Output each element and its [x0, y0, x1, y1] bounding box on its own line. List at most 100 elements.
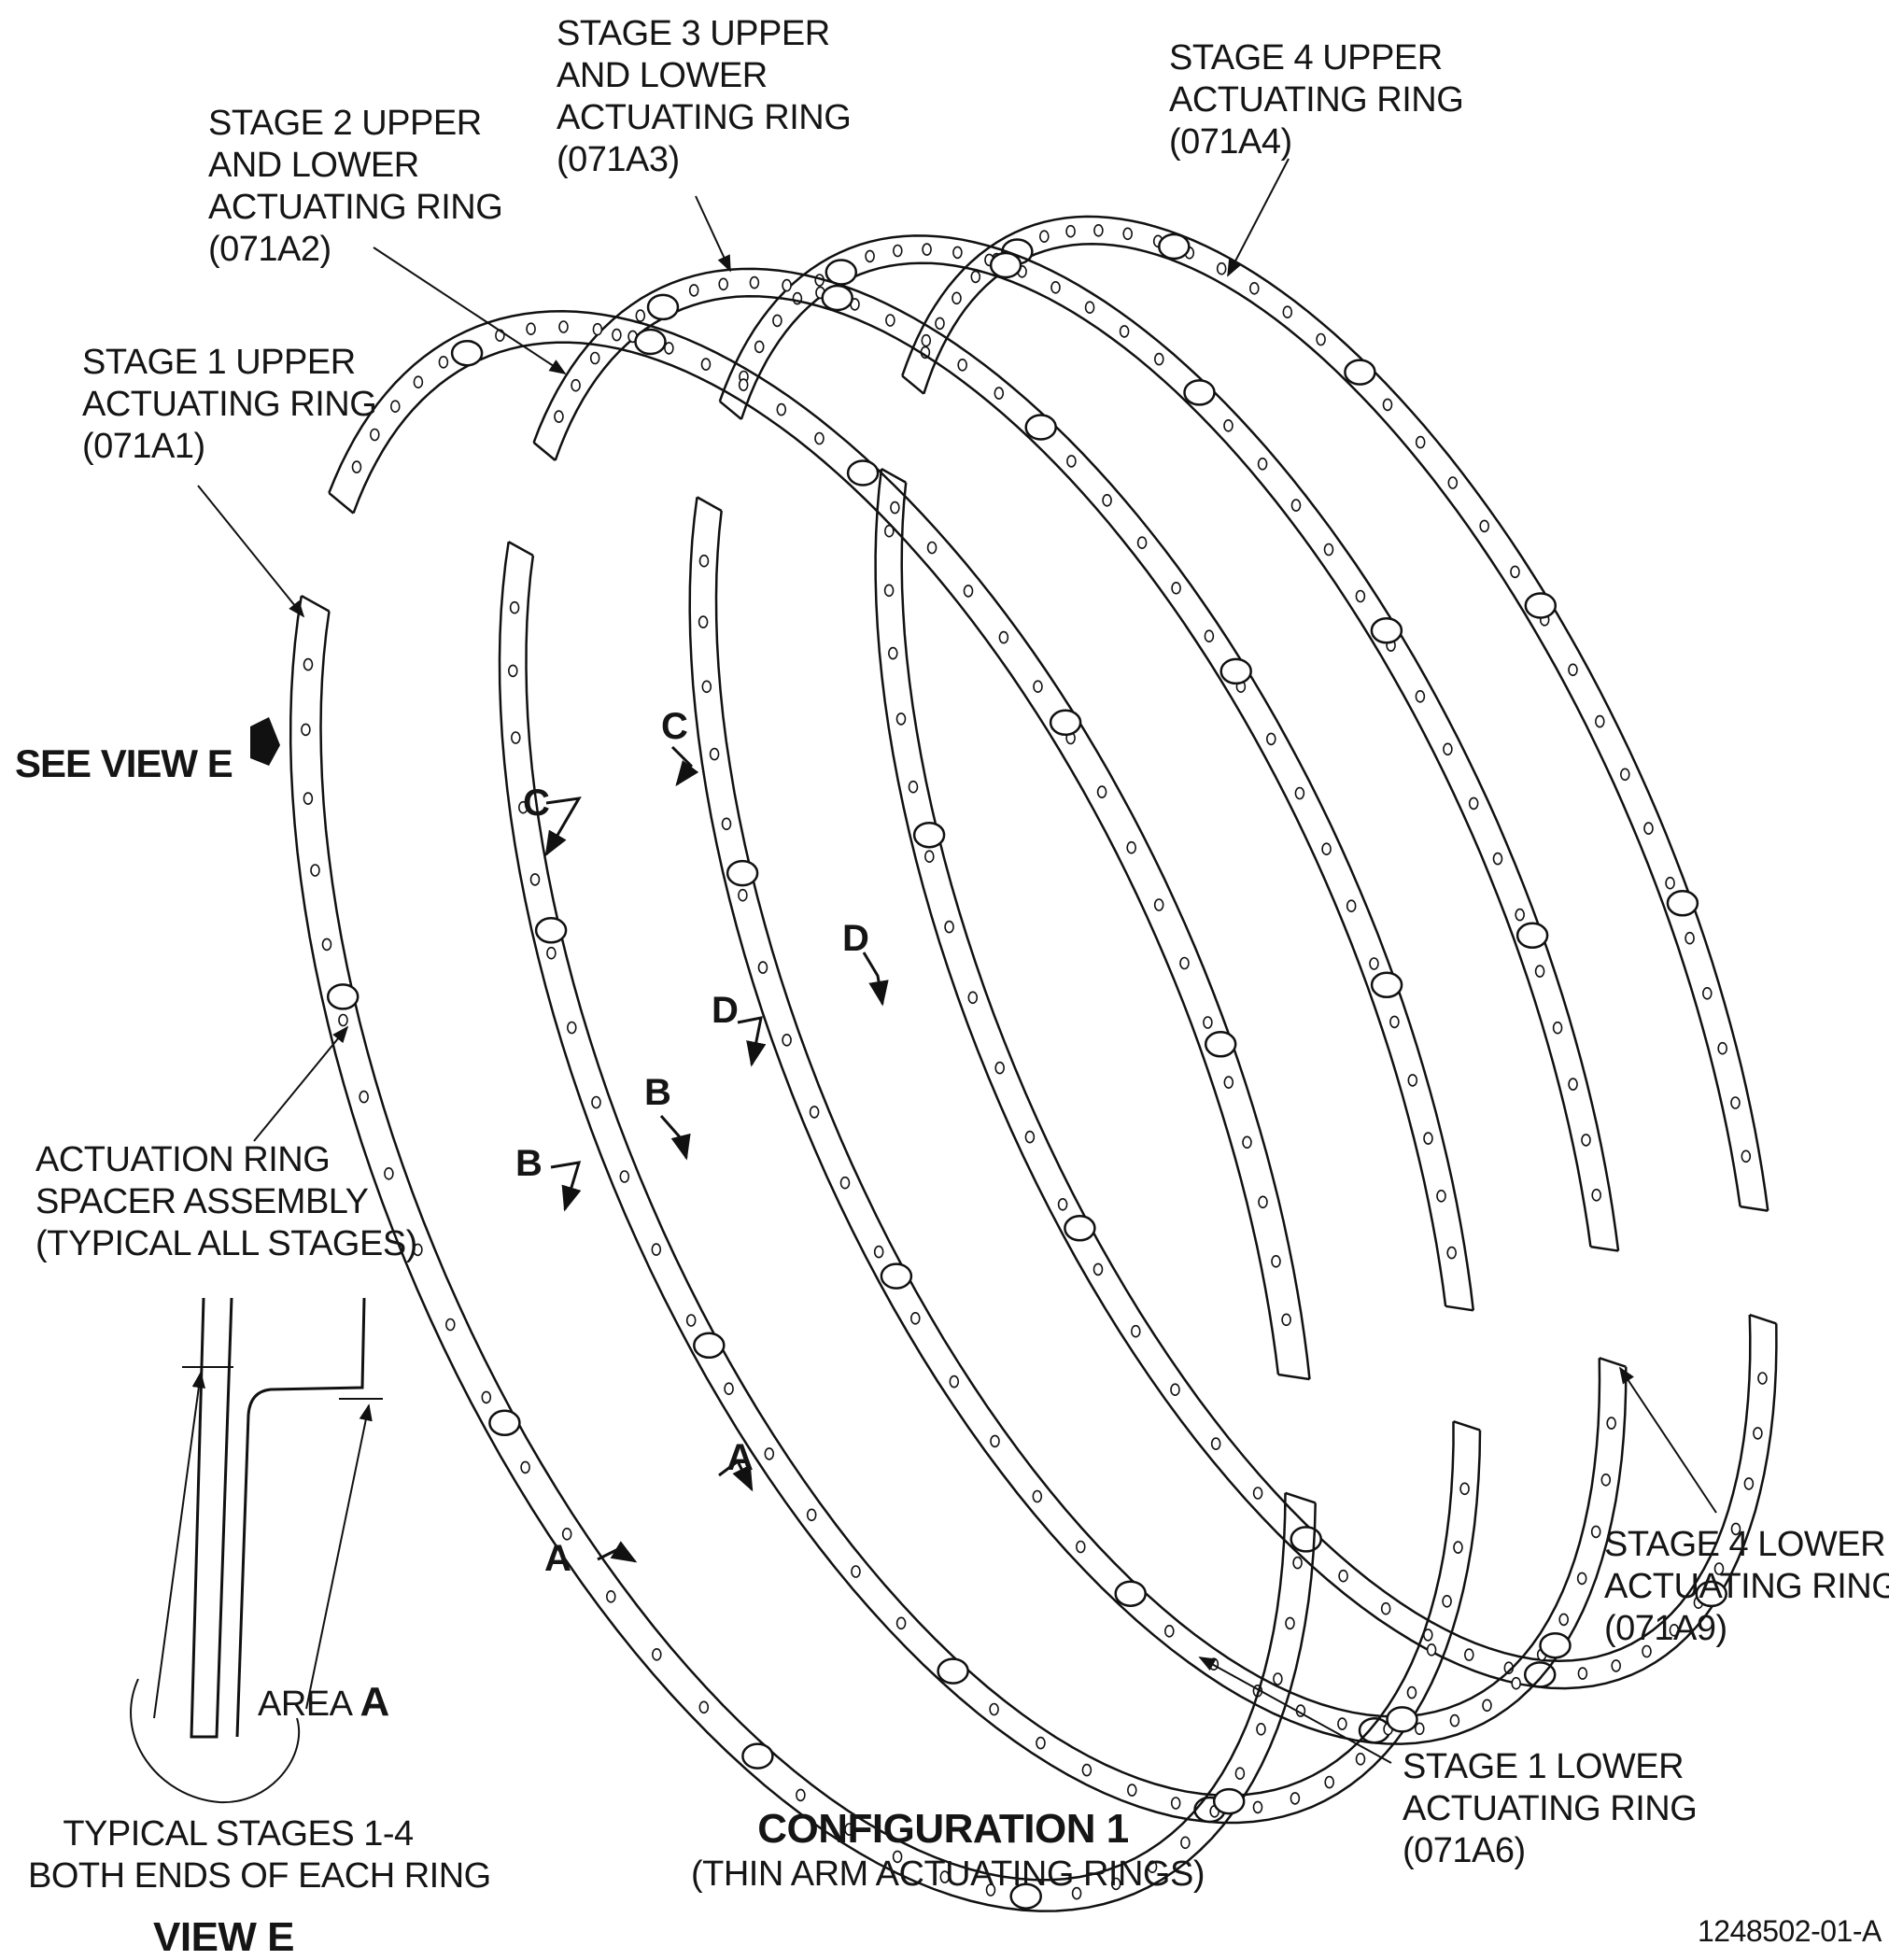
bolt-hole — [700, 358, 712, 371]
bolt-hole — [1285, 1616, 1295, 1630]
section-cut-a-line — [597, 1541, 638, 1563]
bolt-hole — [526, 322, 536, 336]
bolt-hole — [1406, 1685, 1417, 1699]
stage2-ring-upper-inner-edge — [554, 295, 1447, 1306]
spacer-assembly — [1009, 1882, 1042, 1910]
bolt-hole — [321, 938, 332, 952]
stage3-ring-lower-inner-edge — [714, 510, 1601, 1718]
section-mark-a-lower: A — [544, 1538, 571, 1579]
bolt-hole — [1515, 908, 1525, 922]
section-mark-d-right: D — [842, 918, 869, 959]
bolt-hole — [592, 322, 603, 336]
section-mark-c-right: C — [661, 706, 688, 747]
bolt-hole — [1119, 325, 1130, 338]
bolt-hole — [738, 888, 748, 902]
stage4-ring-end-cap — [881, 468, 907, 484]
bolt-hole — [1147, 1860, 1158, 1873]
leader-stage4-upper — [1227, 158, 1290, 277]
bolt-hole — [1323, 543, 1334, 557]
bolt-hole — [507, 664, 518, 678]
spacer-assembly — [488, 1409, 521, 1437]
see-view-e-callout: SEE VIEW E — [15, 741, 233, 785]
bolt-hole — [1415, 435, 1426, 449]
bolt-hole — [1223, 418, 1233, 432]
bolt-hole — [1290, 499, 1302, 512]
bolt-hole — [1620, 768, 1630, 782]
bolt-hole — [1266, 732, 1276, 746]
spacer-assembly — [1539, 1631, 1572, 1659]
bolt-hole — [1126, 840, 1136, 854]
bolt-hole — [1131, 1324, 1141, 1338]
stage2-ring-end-cap — [508, 541, 534, 557]
stage4-ring-lower-outer-edge — [874, 468, 1778, 1690]
bolt-hole — [688, 284, 699, 297]
spacer-assembly — [1204, 1031, 1237, 1058]
bolt-hole — [985, 1883, 996, 1897]
bolt-hole — [709, 747, 720, 761]
stage2-ring-upper-outer-edge — [532, 267, 1475, 1311]
bolt-hole — [1730, 1096, 1741, 1109]
bolt-hole — [1595, 714, 1605, 728]
bolt-hole — [1380, 1601, 1391, 1615]
bolt-hole — [1096, 785, 1107, 798]
figure-id: 1248502-01-A — [1698, 1914, 1882, 1948]
bolt-hole — [605, 1590, 616, 1603]
bolt-hole — [908, 780, 919, 794]
spacer-assembly — [1024, 414, 1057, 441]
spacer-assembly — [1370, 971, 1403, 999]
stage2-ring-lower-outer-edge — [498, 542, 1482, 1825]
spacer-assembly — [1666, 890, 1699, 917]
bolt-hole — [1039, 230, 1050, 243]
spacer-assembly — [326, 983, 359, 1010]
spacer-assembly — [646, 293, 680, 321]
bolt-hole — [1290, 1792, 1301, 1805]
bolt-hole — [1282, 305, 1293, 319]
bolt-hole — [554, 410, 564, 423]
stage3-ring — [688, 234, 1628, 1745]
leader-stage1-lower — [1198, 1657, 1392, 1764]
bolt-hole — [310, 864, 320, 877]
bolt-hole — [413, 1243, 423, 1257]
stage2-ring — [498, 267, 1482, 1825]
bolt-hole — [1643, 822, 1654, 835]
bolt-hole — [754, 340, 765, 354]
bolt-hole — [1281, 1313, 1291, 1327]
bolt-hole — [1590, 1525, 1601, 1539]
bolt-hole — [952, 246, 963, 260]
bolt-hole — [1154, 352, 1164, 366]
bolt-hole — [1753, 1427, 1763, 1440]
bolt-hole — [1203, 1016, 1213, 1029]
bolt-hole — [701, 680, 712, 694]
bolt-hole — [1337, 1717, 1347, 1730]
bolt-hole — [510, 731, 521, 744]
bolt-hole — [895, 712, 907, 726]
bolt-hole — [1446, 1246, 1457, 1260]
bolt-hole — [967, 991, 979, 1005]
bolt-hole — [1024, 1130, 1036, 1144]
bolt-hole — [651, 1648, 662, 1661]
bolt-hole — [1369, 957, 1379, 970]
bolt-hole — [481, 1390, 492, 1404]
bolt-hole — [1346, 899, 1357, 913]
bolt-hole — [351, 460, 362, 473]
view-e-title: VIEW E — [153, 1914, 295, 1960]
bolt-hole — [738, 378, 749, 391]
bolt-hole — [1057, 1198, 1068, 1211]
section-cut-a-line — [718, 1459, 754, 1492]
stage1-ring-upper-inner-edge — [352, 341, 1280, 1375]
bolt-hole — [1127, 1784, 1137, 1797]
section-cut-d-line — [737, 1016, 767, 1067]
bolt-hole — [949, 1375, 960, 1389]
configuration-title: CONFIGURATION 1 — [757, 1806, 1129, 1852]
bolt-hole — [718, 277, 729, 291]
bolt-hole — [1702, 987, 1713, 1000]
bolt-hole — [1180, 1836, 1191, 1850]
bolt-hole — [698, 615, 709, 628]
bolt-hole — [796, 1788, 806, 1802]
stage1-ring-end-cap — [1277, 1373, 1310, 1381]
bolt-hole — [1338, 1569, 1348, 1583]
